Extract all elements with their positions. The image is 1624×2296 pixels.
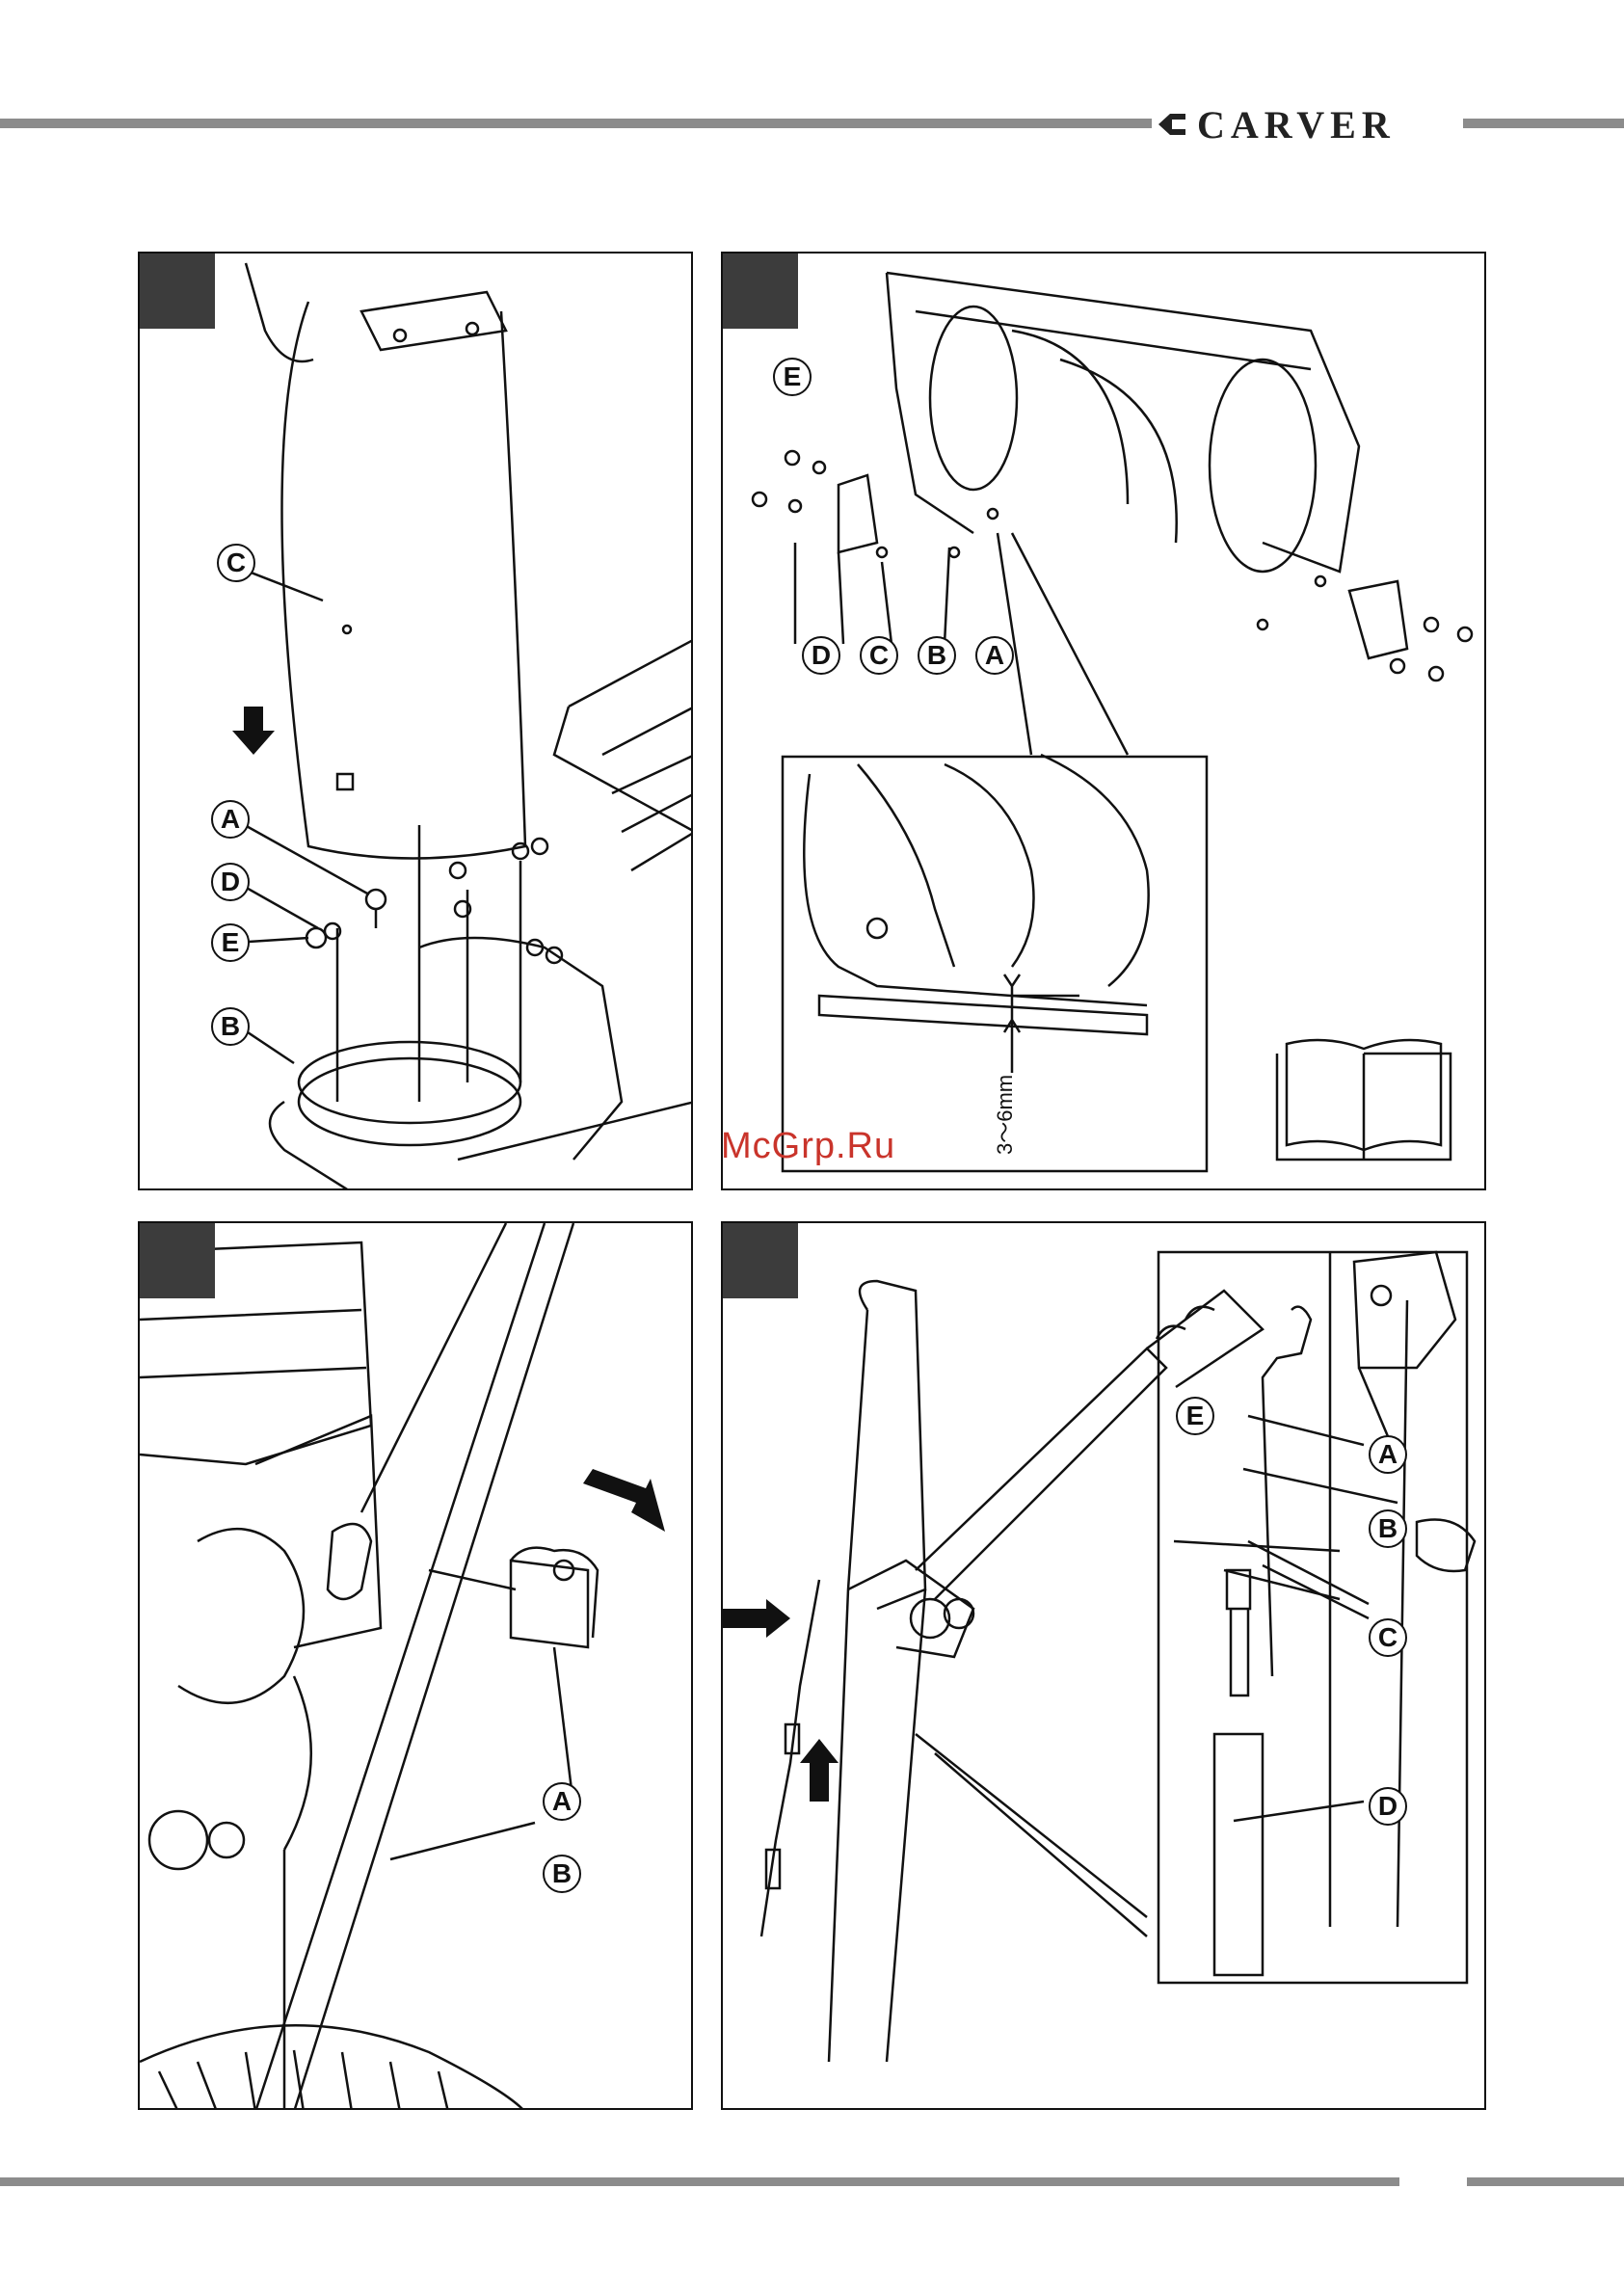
label-a: A: [211, 800, 250, 839]
header-rule-left: [0, 119, 1152, 128]
label-e: E: [1176, 1397, 1214, 1435]
brand-logo: CARVER: [1157, 104, 1460, 145]
label-c: C: [1369, 1618, 1407, 1657]
cable-clip-drawing: [140, 1223, 693, 2110]
label-d: D: [211, 863, 250, 901]
footer-rule-right: [1467, 2177, 1624, 2186]
label-d: D: [802, 636, 840, 675]
figure-panel-3: A B: [138, 1221, 693, 2110]
figure-panel-2: E D C B A 3～6mm: [721, 252, 1486, 1190]
panel-2-corner-marker: [723, 254, 798, 329]
label-b: B: [543, 1855, 581, 1893]
label-a: A: [543, 1782, 581, 1821]
label-b: B: [918, 636, 956, 675]
label-b: B: [1369, 1509, 1407, 1548]
figure-panel-4: A B C D E: [721, 1221, 1486, 2110]
gap-dimension: 3～6mm: [988, 1075, 1019, 1155]
header-rule-right: [1463, 119, 1624, 128]
skid-shoe-drawing: [723, 254, 1486, 1190]
label-d: D: [1369, 1787, 1407, 1826]
watermark-text: McGrp.Ru: [721, 1126, 895, 1167]
label-a: A: [1369, 1435, 1407, 1474]
label-e: E: [211, 923, 250, 962]
label-e: E: [773, 358, 812, 396]
carver-logo-icon: [1157, 112, 1187, 137]
panel-1-corner-marker: [140, 254, 215, 329]
brand-name: CARVER: [1197, 102, 1396, 147]
control-cable-drawing: [723, 1223, 1486, 2110]
chute-assembly-drawing: [140, 254, 693, 1190]
label-c: C: [860, 636, 898, 675]
panel-4-corner-marker: [723, 1223, 798, 1298]
panel-3-corner-marker: [140, 1223, 215, 1298]
footer-rule-left: [0, 2177, 1399, 2186]
figure-panel-1: C A D E B: [138, 252, 693, 1190]
label-b: B: [211, 1007, 250, 1046]
label-c: C: [217, 544, 255, 582]
label-a: A: [975, 636, 1014, 675]
